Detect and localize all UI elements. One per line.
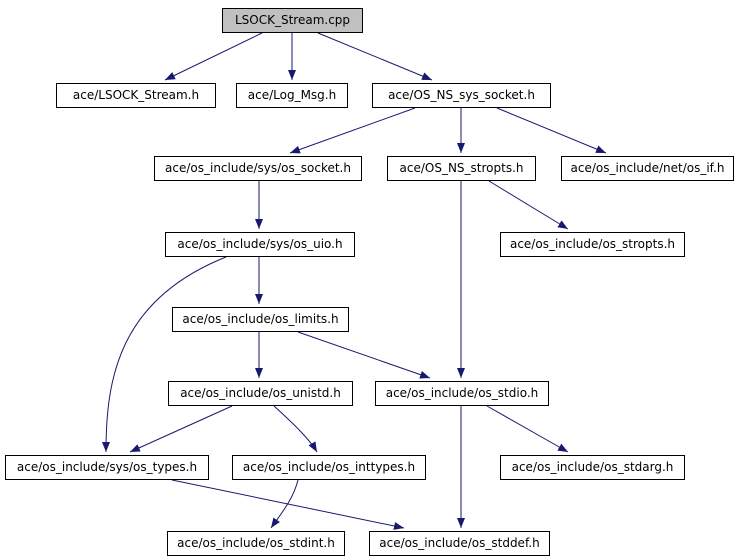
node-sys-os-types-h[interactable]: ace/os_include/sys/os_types.h [5, 455, 209, 480]
edge-os-stdio-h-to-os-stdarg-h [486, 405, 569, 453]
edge-os-ns-sys-socket-h-to-net-os-if-h [496, 107, 607, 154]
node-os-ns-sys-socket-h[interactable]: ace/OS_NS_sys_socket.h [372, 83, 551, 108]
node-os-stdio-h[interactable]: ace/os_include/os_stdio.h [375, 381, 549, 406]
edge-os-unistd-h-to-sys-os-types-h [129, 405, 233, 453]
node-os-ns-stropts-h[interactable]: ace/OS_NS_stropts.h [387, 156, 536, 181]
edge-sys-os-uio-h-to-sys-os-types-h [102, 256, 227, 453]
node-os-limits-h[interactable]: ace/os_include/os_limits.h [172, 307, 349, 332]
node-os-stdarg-h[interactable]: ace/os_include/os_stdarg.h [500, 455, 685, 480]
edge-os-inttypes-h-to-os-stdint-h [270, 479, 299, 529]
edge-os-limits-h-to-os-stdio-h [297, 331, 431, 379]
node-os-stdint-h[interactable]: ace/os_include/os_stdint.h [167, 531, 345, 556]
node-lsock-stream-h[interactable]: ace/LSOCK_Stream.h [56, 83, 216, 108]
node-net-os-if-h[interactable]: ace/os_include/net/os_if.h [561, 156, 734, 181]
edge-os-ns-sys-socket-h-to-sys-os-socket-h [289, 107, 416, 154]
edge-os-ns-stropts-h-to-os-stropts-h [488, 180, 569, 230]
edge-root-to-lsock-stream-h [164, 32, 263, 81]
edge-os-unistd-h-to-os-inttypes-h [273, 405, 318, 453]
node-os-unistd-h[interactable]: ace/os_include/os_unistd.h [168, 381, 353, 406]
node-sys-os-uio-h[interactable]: ace/os_include/sys/os_uio.h [165, 232, 355, 257]
node-os-stropts-h[interactable]: ace/os_include/os_stropts.h [500, 232, 685, 257]
node-lsock-stream-cpp[interactable]: LSOCK_Stream.cpp [222, 8, 363, 33]
node-sys-os-socket-h[interactable]: ace/os_include/sys/os_socket.h [154, 156, 362, 181]
node-os-inttypes-h[interactable]: ace/os_include/os_inttypes.h [232, 455, 426, 480]
edge-root-to-os-ns-sys-socket-h [317, 32, 433, 81]
node-log-msg-h[interactable]: ace/Log_Msg.h [236, 83, 348, 108]
node-os-stddef-h[interactable]: ace/os_include/os_stddef.h [369, 531, 550, 556]
